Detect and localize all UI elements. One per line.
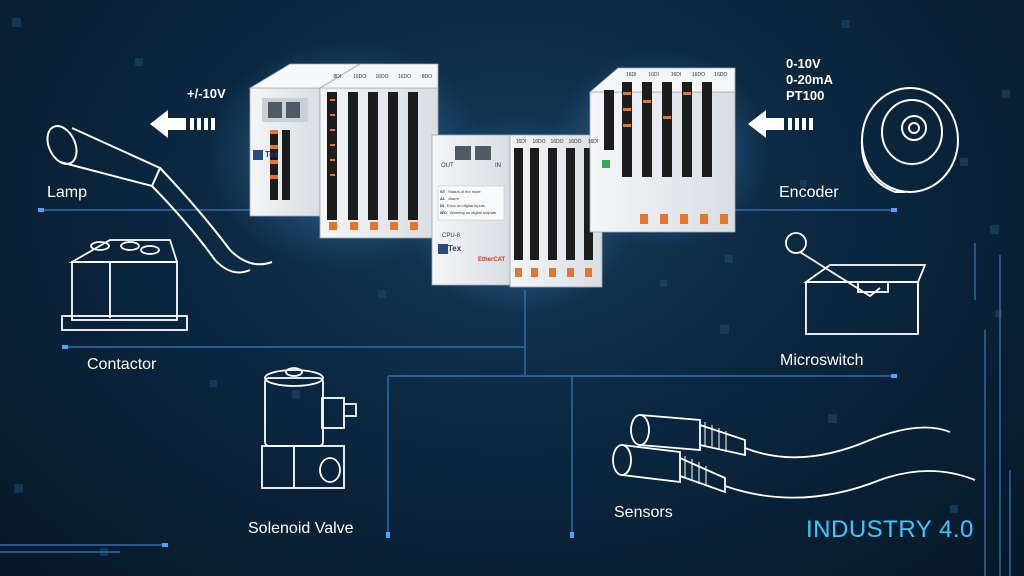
port-in-label: IN	[495, 163, 501, 169]
led-description: Warning on digital outputs	[449, 210, 496, 215]
input-range-item: PT100	[786, 88, 825, 103]
port-out-label: OUT	[441, 163, 454, 169]
channel-label: 8DI	[333, 74, 342, 80]
industry-brand-text: INDUSTRY 4.0	[806, 516, 974, 543]
left-channel-labels: 8DI 16DO 16DO 16DO 8DO	[326, 74, 438, 80]
output-range-label: +/-10V	[187, 86, 226, 101]
channel-label: 16DO	[397, 74, 411, 80]
right-channel-labels: 16DI 16DI 16DI 16DO 16DO	[620, 72, 732, 78]
microswitch-icon	[785, 232, 927, 335]
contactor-label: Contactor	[87, 356, 157, 373]
channel-label: 16DO	[353, 74, 367, 80]
channel-label: 16DI	[670, 72, 682, 78]
channel-label: 16DI	[515, 139, 527, 145]
left-orange-terminals	[270, 130, 418, 230]
channel-label: 16DO	[550, 139, 564, 145]
center-cpu-module-stack	[431, 134, 603, 288]
ethercat-logo: EtherCAT	[478, 257, 506, 263]
solenoid-valve-label: Solenoid Valve	[248, 520, 354, 537]
background-squares	[12, 18, 1010, 556]
sensors-label: Sensors	[614, 504, 673, 521]
led-description: Status of the node	[448, 189, 481, 194]
input-range-item: 0-20mA	[786, 72, 833, 87]
left-io-module-stack	[248, 63, 439, 239]
channel-label: 16DO	[714, 72, 728, 78]
channel-label: 16DO	[568, 139, 582, 145]
line-endpoints	[38, 208, 897, 547]
center-terminal-columns	[514, 148, 593, 260]
led-code: WO	[440, 210, 447, 215]
channel-label: 16DO	[532, 139, 546, 145]
channel-label: 8DO	[421, 74, 432, 80]
cpu-name: CPU-8	[442, 233, 461, 239]
channel-label: 16DO	[691, 72, 705, 78]
left-logo: Tex	[265, 150, 279, 159]
right-io-module-stack	[588, 67, 736, 233]
channel-label: 16DI	[587, 139, 599, 145]
network-lines	[0, 209, 1011, 576]
encoder-label: Encoder	[779, 184, 839, 201]
right-terminal-columns	[604, 82, 712, 177]
microswitch-label: Microswitch	[780, 352, 864, 369]
center-channel-labels: 16DI 16DO 16DO 16DO 16DI	[512, 139, 602, 145]
input-range-item: 0-10V	[786, 56, 821, 71]
lamp-label: Lamp	[47, 184, 88, 201]
channel-label: 16DO	[375, 74, 389, 80]
center-logo: Tex	[448, 244, 462, 253]
solenoid-valve-icon	[261, 367, 357, 489]
right-input-arrow	[748, 110, 813, 138]
channel-label: 16DI	[648, 72, 659, 78]
led-code: ST	[440, 189, 446, 194]
led-code: AL	[440, 196, 446, 201]
sensors-icon	[612, 414, 976, 499]
channel-label: 16DI	[625, 72, 637, 78]
left-output-arrow	[150, 110, 215, 138]
left-terminal-columns	[270, 92, 418, 220]
led-description: Error on digital inputs	[447, 203, 485, 208]
encoder-icon	[860, 87, 959, 193]
led-code: DI	[440, 203, 444, 208]
led-description: Alarm	[448, 196, 459, 201]
contactor-icon	[61, 239, 188, 331]
lamp-icon	[46, 125, 273, 274]
